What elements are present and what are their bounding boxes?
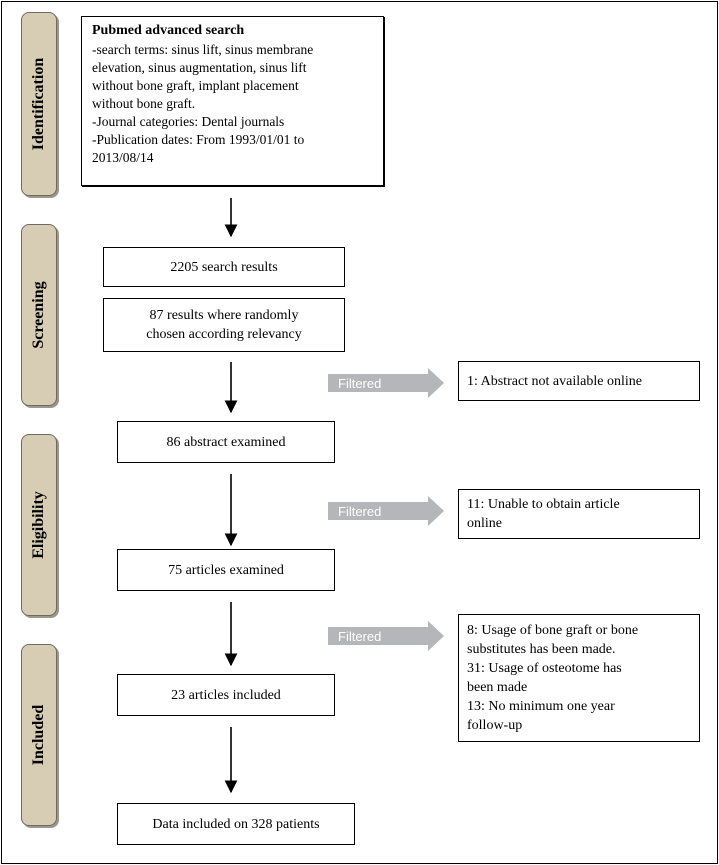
exclusion-text: substitutes has been made. bbox=[467, 642, 616, 657]
exclusion-text: 8: Usage of bone graft or bone bbox=[467, 623, 639, 638]
articles-included-box: 23 articles included bbox=[117, 674, 335, 716]
filter-arrow: Filtered bbox=[328, 496, 444, 526]
step-text: 2205 search results bbox=[170, 259, 278, 275]
exclusion-criteria-box: 8: Usage of bone graft or bone substitut… bbox=[458, 614, 700, 742]
exclusion-text: online bbox=[467, 516, 502, 531]
filter-arrow: Filtered bbox=[328, 368, 444, 398]
phase-identification: Identification bbox=[21, 12, 57, 196]
search-strategy-box: Pubmed advanced search -search terms: si… bbox=[81, 16, 384, 186]
exclusion-text: 11: Unable to obtain article bbox=[467, 497, 620, 512]
exclusion-text: 1: Abstract not available online bbox=[467, 373, 642, 389]
random-selection-box: 87 results where randomly chosen accordi… bbox=[103, 298, 345, 352]
abstracts-examined-box: 86 abstract examined bbox=[117, 421, 335, 463]
phase-eligibility: Eligibility bbox=[21, 434, 57, 616]
search-line: 2013/08/14 bbox=[92, 150, 154, 165]
search-line: -Publication dates: From 1993/01/01 to bbox=[92, 132, 305, 147]
patients-included-box: Data included on 328 patients bbox=[117, 803, 355, 845]
filter-label: Filtered bbox=[338, 629, 381, 644]
articles-examined-box: 75 articles examined bbox=[117, 549, 335, 591]
exclusion-online-box: 11: Unable to obtain article online bbox=[458, 489, 700, 539]
exclusion-text: 13: No minimum one year bbox=[467, 699, 615, 714]
exclusion-text: follow-up bbox=[467, 718, 523, 733]
exclusion-abstract-box: 1: Abstract not available online bbox=[458, 361, 700, 401]
search-line: without bone graft. bbox=[92, 96, 196, 111]
search-line: -Journal categories: Dental journals bbox=[92, 114, 285, 129]
filter-arrow: Filtered bbox=[328, 621, 444, 651]
step-text: 87 results where randomly bbox=[149, 308, 299, 323]
phase-included: Included bbox=[21, 644, 57, 826]
step-text: 23 articles included bbox=[171, 687, 281, 703]
phase-screening: Screening bbox=[21, 224, 57, 406]
step-text: Data included on 328 patients bbox=[152, 816, 320, 832]
filter-label: Filtered bbox=[338, 504, 381, 519]
step-text: 86 abstract examined bbox=[166, 434, 286, 450]
exclusion-text: been made bbox=[467, 680, 528, 695]
search-title: Pubmed advanced search bbox=[92, 23, 245, 38]
search-results-box: 2205 search results bbox=[103, 247, 345, 287]
exclusion-text: 31: Usage of osteotome has bbox=[467, 661, 622, 676]
step-text: 75 articles examined bbox=[168, 562, 284, 578]
filter-label: Filtered bbox=[338, 376, 381, 391]
step-text: chosen according relevancy bbox=[146, 327, 302, 342]
search-line: -search terms: sinus lift, sinus membran… bbox=[92, 42, 314, 57]
search-line: elevation, sinus augmentation, sinus lif… bbox=[92, 60, 307, 75]
search-line: without bone graft, implant placement bbox=[92, 78, 299, 93]
